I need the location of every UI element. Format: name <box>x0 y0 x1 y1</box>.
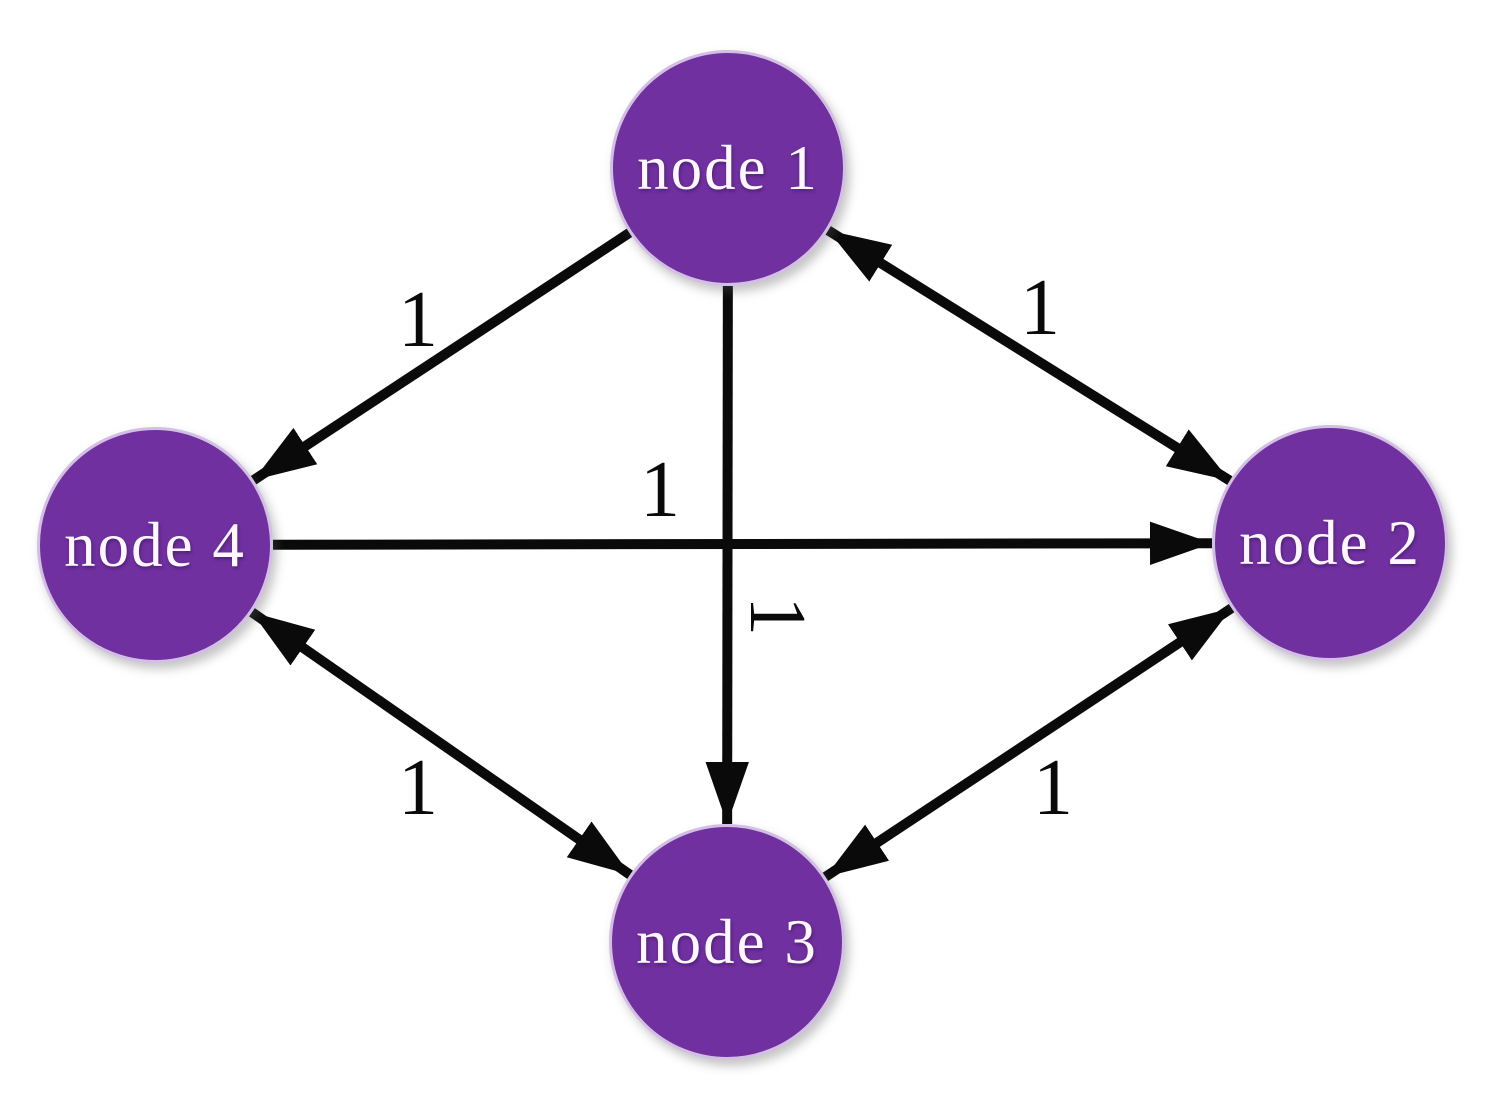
node-1-label: node 1 <box>637 132 819 203</box>
edge-weight-1-3: 1 <box>733 596 821 636</box>
graph-node-3: node 3 <box>609 824 845 1060</box>
node-4-label: node 4 <box>64 509 246 580</box>
graph-node-2: node 2 <box>1212 425 1448 661</box>
edge-weight-1-2: 1 <box>1020 264 1060 352</box>
edge-node1-node4 <box>250 228 633 485</box>
graph-node-1: node 1 <box>610 50 846 286</box>
graph-node-4: node 4 <box>37 427 273 663</box>
edge-weight-3-2: 1 <box>1033 744 1073 832</box>
node-3-label: node 3 <box>636 906 818 977</box>
edge-node1-node2 <box>825 226 1233 485</box>
edge-weight-4-2: 1 <box>640 446 680 534</box>
node-2-label: node 2 <box>1239 507 1421 578</box>
edge-node4-node2 <box>272 521 1213 566</box>
edge-weight-4-3: 1 <box>398 744 438 832</box>
edge-node3-node2 <box>822 603 1235 882</box>
edge-node1-node3 <box>705 285 749 825</box>
edge-weight-1-4: 1 <box>398 276 438 364</box>
edge-node4-node3 <box>249 608 633 879</box>
